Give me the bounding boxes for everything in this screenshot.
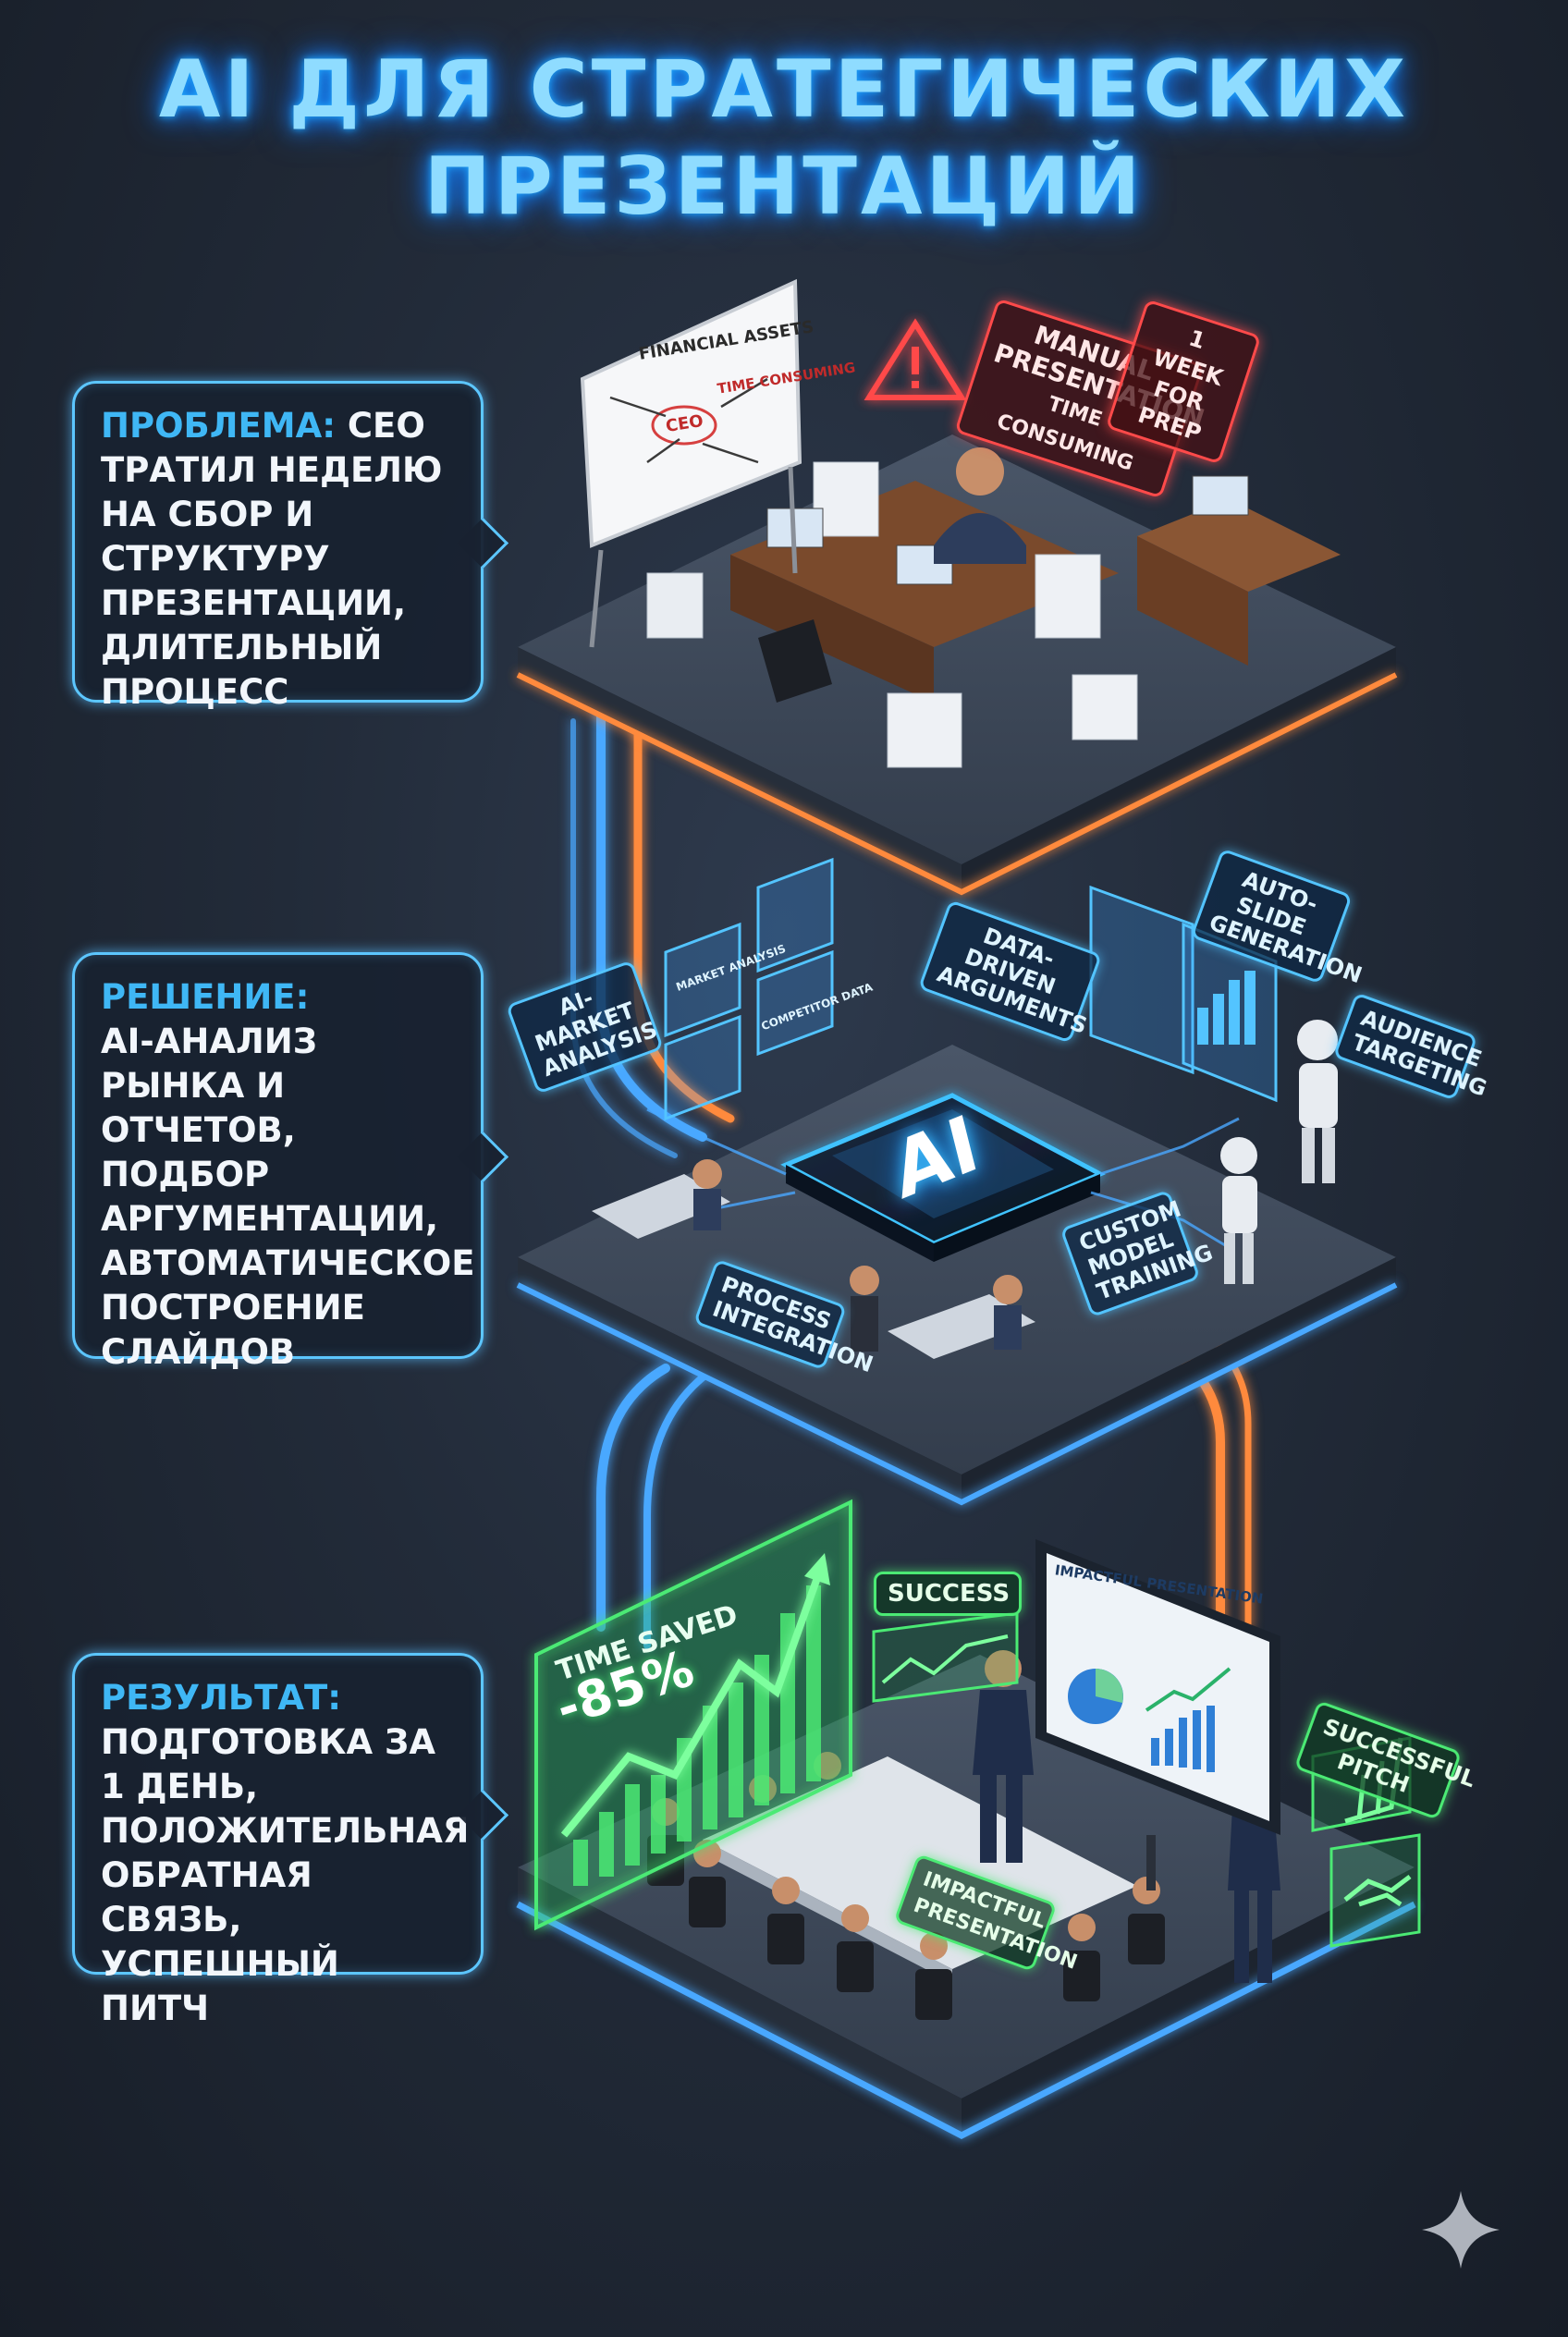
solution-text: AI-АНАЛИЗ РЫНКА И ОТЧЕТОВ, ПОДБОР АРГУМЕ… [101,1022,475,1372]
problem-text: CEO ТРАТИЛ НЕДЕЛЮ НА СБОР И СТРУКТУРУ ПР… [101,406,443,712]
problem-platform [516,278,1398,896]
sparkle-icon [1422,2191,1500,2269]
handshake-icon [1329,1833,1421,1948]
result-text: ПОДГОТОВКА ЗА 1 ДЕНЬ, ПОЛОЖИТЕЛЬНАЯ ОБРА… [101,1722,470,2028]
page-title-line-2: ПРЕЗЕНТАЦИЙ [423,141,1145,233]
solution-callout: РЕШЕНИЕ: AI-АНАЛИЗ РЫНКА И ОТЧЕТОВ, ПОДБ… [72,952,509,1372]
warning-triangle-icon [864,318,967,400]
problem-heading: ПРОБЛЕМА: [101,406,336,446]
solution-platform [516,857,1398,1506]
problem-callout: ПРОБЛЕМА: CEO ТРАТИЛ НЕДЕЛЮ НА СБОР И СТ… [72,381,509,712]
result-heading: РЕЗУЛЬТАТ: [101,1678,342,1718]
page-title: AI ДЛЯ СТРАТЕГИЧЕСКИХ ПРЕЗЕНТАЦИЙ [0,42,1568,236]
result-callout: РЕЗУЛЬТАТ: ПОДГОТОВКА ЗА 1 ДЕНЬ, ПОЛОЖИТ… [72,1653,509,2028]
success-label: SUCCESS [874,1572,1022,1616]
solution-heading: РЕШЕНИЕ: [101,977,310,1017]
page-title-line-1: AI ДЛЯ СТРАТЕГИЧЕСКИХ [158,43,1410,136]
